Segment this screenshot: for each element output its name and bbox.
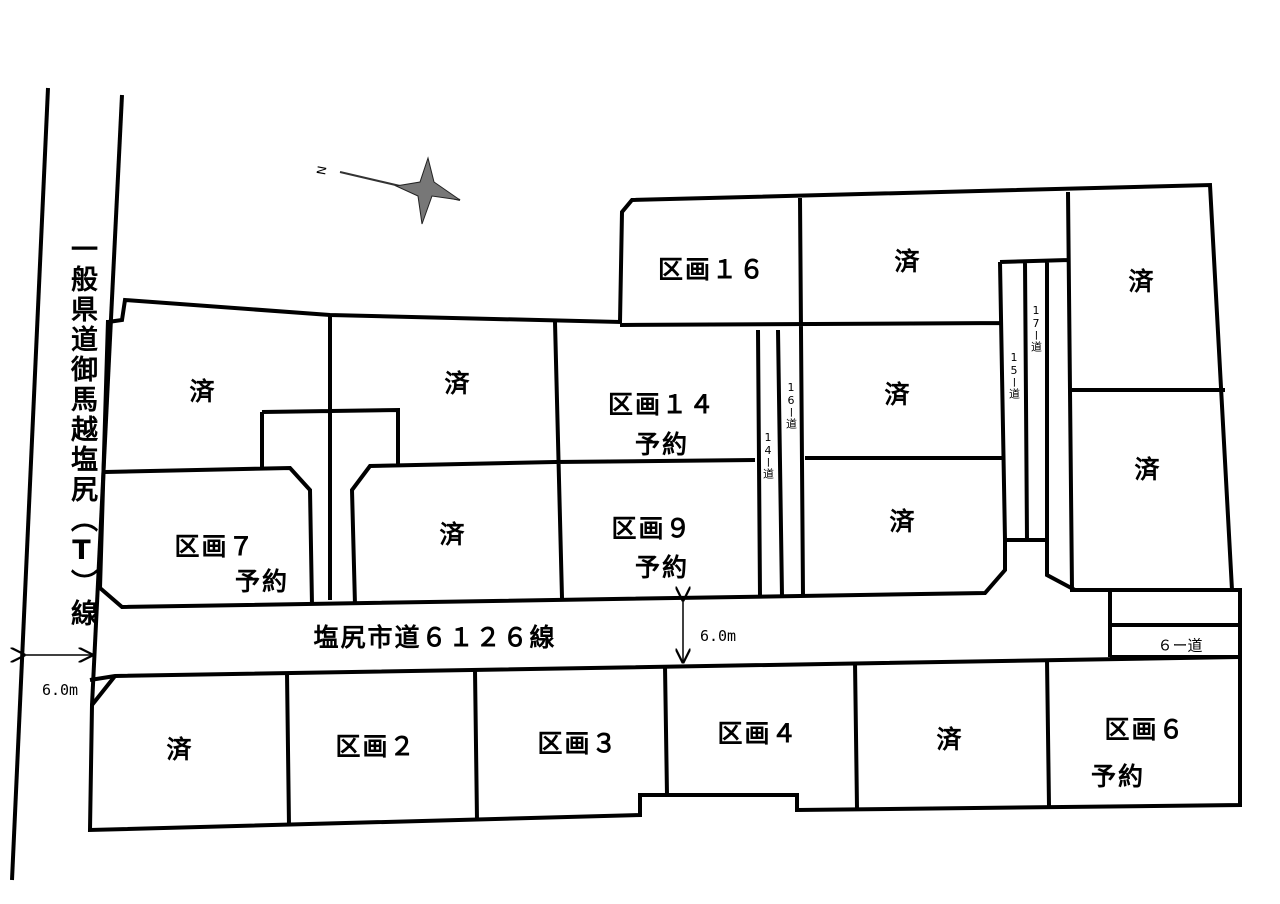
lot-divider [104, 191, 1240, 657]
lot-divider [285, 659, 1051, 827]
prefectural-road-width: 6.0m [41, 681, 79, 699]
lot-14-status: 予約 [634, 430, 690, 459]
lot-label[interactable]: 済 [1128, 267, 1156, 296]
city-road-width: 6.0m [699, 627, 737, 645]
upper-block-outline [107, 182, 1242, 659]
lot-label[interactable]: 済 [439, 520, 467, 549]
lot-2-label[interactable]: 区画２ [335, 732, 417, 761]
lower-block-outline [87, 657, 1242, 833]
lot-7-label[interactable]: 区画７ [174, 532, 256, 561]
lot-6-status: 予約 [1090, 762, 1146, 791]
lot-4-label[interactable]: 区画４ [717, 719, 799, 748]
lot-label[interactable]: 済 [889, 507, 917, 536]
lot-9-status: 予約 [634, 553, 690, 582]
lot-label[interactable]: 済 [189, 377, 217, 406]
lot-label[interactable]: 済 [894, 247, 922, 276]
svg-text:N: N [314, 165, 329, 176]
lot-label[interactable]: 済 [936, 725, 964, 754]
road-16-label: 16ー道 [784, 381, 798, 429]
lot-9-label[interactable]: 区画９ [611, 514, 693, 543]
lot-6-label[interactable]: 区画６ [1104, 715, 1186, 744]
lot-7-status: 予約 [234, 567, 290, 596]
lot-16-label[interactable]: 区画１６ [657, 255, 767, 284]
lot-label[interactable]: 済 [1134, 455, 1162, 484]
city-road-label: 塩尻市道６１２６線 [313, 623, 557, 652]
prefectural-road-label: 一般県道御馬越塩尻（T）線 [66, 235, 97, 629]
lot-3-label[interactable]: 区画３ [537, 729, 619, 758]
lot-label[interactable]: 済 [444, 369, 472, 398]
road-15-label: 15ー道 [1007, 351, 1021, 399]
lot-14-label[interactable]: 区画１４ [607, 390, 717, 419]
compass-icon: N [314, 156, 461, 225]
prefectural-road-edge-left [10, 87, 50, 881]
road-14-label: 14ー道 [761, 431, 775, 479]
lot-label[interactable]: 済 [166, 735, 194, 764]
road-6-label: ６ー道 [1157, 636, 1203, 655]
lot-label[interactable]: 済 [884, 380, 912, 409]
city-road-north-edge [97, 319, 1007, 610]
road-17-label: 17ー道 [1029, 304, 1043, 352]
